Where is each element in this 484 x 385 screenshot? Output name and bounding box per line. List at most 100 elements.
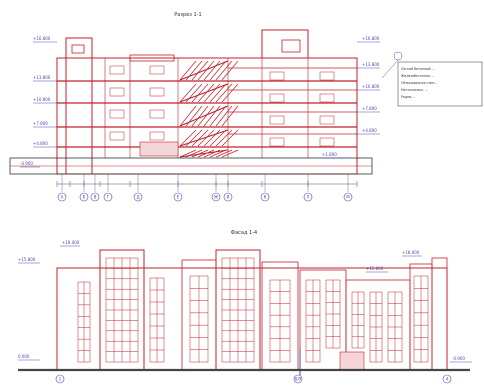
ramp-hatch xyxy=(197,83,215,103)
axis-circle xyxy=(303,192,313,202)
section-window xyxy=(269,71,285,81)
floor-slabs xyxy=(57,67,357,148)
section-window xyxy=(269,115,285,125)
axis-bubble: В xyxy=(90,174,100,202)
section-window xyxy=(269,93,285,103)
section-legend: Легкий бетонный ... Железобетонная ... О… xyxy=(381,51,483,107)
axis-bubble: Д xyxy=(133,174,143,202)
level-marker: +4.800 xyxy=(357,128,380,135)
legend-item: Облицовочная плит... xyxy=(401,81,437,85)
axis-label: 4 xyxy=(446,377,449,382)
legend-item: Металлическ. ... xyxy=(401,88,428,92)
ramp-hatch xyxy=(179,129,197,147)
ramp-hatch xyxy=(191,83,209,103)
ramp-hatch xyxy=(179,83,197,103)
section-building xyxy=(9,29,373,175)
ramp-slope xyxy=(179,60,229,81)
axis-label: Л xyxy=(306,195,309,200)
level-label: -0.900 xyxy=(20,161,33,166)
facade-block xyxy=(431,257,448,371)
facade-entrance xyxy=(339,351,365,371)
section-window xyxy=(109,131,125,141)
facade-levels: +18.000 +15.800 +18.000 +15.800 0.000 -0… xyxy=(18,240,472,363)
level-marker: +7.800 xyxy=(357,106,380,113)
axis-label: А xyxy=(61,195,64,200)
ramp-hatch xyxy=(179,105,197,127)
ramp-hatch xyxy=(191,60,209,81)
level-label: +13.800 xyxy=(362,62,380,67)
ramp-hatch xyxy=(191,129,209,147)
ramp-hatch xyxy=(179,60,197,81)
section-outline xyxy=(56,57,358,175)
section-dimension-line xyxy=(56,181,358,187)
level-label: +1.800 xyxy=(322,152,337,157)
axis-circle xyxy=(343,192,353,202)
axis-bubble: М xyxy=(343,174,353,202)
axis-circle xyxy=(79,192,89,202)
legend-item: Легкий бетонный ... xyxy=(401,67,435,71)
ramp-hatch xyxy=(215,149,233,158)
right-tower xyxy=(261,29,309,59)
ramp-hatch xyxy=(209,60,227,81)
level-label: -0.900 xyxy=(452,356,465,361)
axis-circle xyxy=(103,192,113,202)
ramp-hatch xyxy=(179,149,197,158)
section-window xyxy=(149,65,165,75)
section-window xyxy=(149,131,165,141)
section-walls xyxy=(91,58,358,158)
section-window xyxy=(109,109,125,119)
axis-label: И xyxy=(227,195,230,200)
level-marker: +10.800 xyxy=(357,84,380,91)
level-label: +18.000 xyxy=(402,250,420,255)
ramp-hatch xyxy=(215,129,233,147)
level-marker: +16.800 xyxy=(33,36,57,43)
section-window xyxy=(269,137,285,147)
level-label: +10.800 xyxy=(362,84,380,89)
level-label: +15.800 xyxy=(366,266,384,271)
axis-label: Д xyxy=(136,195,139,200)
level-marker: +13.800 xyxy=(357,62,380,69)
ramp-hatch xyxy=(197,129,215,147)
ramp-hatch xyxy=(209,129,227,147)
level-marker: +1.800 xyxy=(320,152,345,159)
level-marker: +15.800 xyxy=(366,266,388,273)
facade-building xyxy=(56,249,448,378)
section-window xyxy=(109,65,125,75)
axis-circle xyxy=(57,192,67,202)
section-window xyxy=(319,137,335,147)
ramp-hatch xyxy=(191,105,209,127)
ramp-hatch xyxy=(221,83,239,103)
level-marker: +18.000 xyxy=(402,250,422,257)
axis-bubble: 8/9 xyxy=(293,374,303,384)
ramp-hatch xyxy=(215,83,233,103)
ramp-hatch xyxy=(221,60,239,81)
axis-label: 8/9 xyxy=(295,377,302,382)
ramp-hatch xyxy=(215,105,233,127)
axis-label: М xyxy=(346,195,350,200)
section-window xyxy=(319,93,335,103)
section-right-levels: +16.800 +13.800 +10.800 +7.800 +4.800 +1… xyxy=(20,36,380,168)
axis-label: Б xyxy=(83,195,86,200)
axis-circle xyxy=(260,192,270,202)
level-label: +4.800 xyxy=(362,128,377,133)
axis-bubble: К xyxy=(260,174,270,202)
facade-block xyxy=(299,269,347,371)
legend-item: Рядом ... xyxy=(401,95,415,99)
section-title: Разрез 1-1 xyxy=(174,12,201,18)
ramp-hatch xyxy=(203,105,221,127)
level-label: +7.800 xyxy=(33,121,48,126)
level-label: 0.000 xyxy=(18,354,30,359)
legend-leader xyxy=(381,59,399,79)
level-label: +10.800 xyxy=(33,97,51,102)
ramp-hatch xyxy=(221,105,239,127)
ramp-hatch xyxy=(215,60,233,81)
level-label: +4.800 xyxy=(33,141,48,146)
ramp-hatch xyxy=(203,83,221,103)
axis-circle xyxy=(90,192,100,202)
facade-window-grid xyxy=(77,257,429,363)
right-tower-window xyxy=(281,39,301,53)
level-label: +16.800 xyxy=(362,36,380,41)
axis-circle xyxy=(223,192,233,202)
